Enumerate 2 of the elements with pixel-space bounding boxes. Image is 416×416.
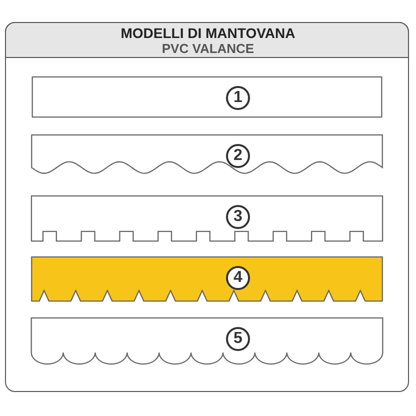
subtitle: PVC VALANCE: [160, 41, 256, 56]
title: MODELLI DI MANTOVANA: [120, 25, 296, 41]
